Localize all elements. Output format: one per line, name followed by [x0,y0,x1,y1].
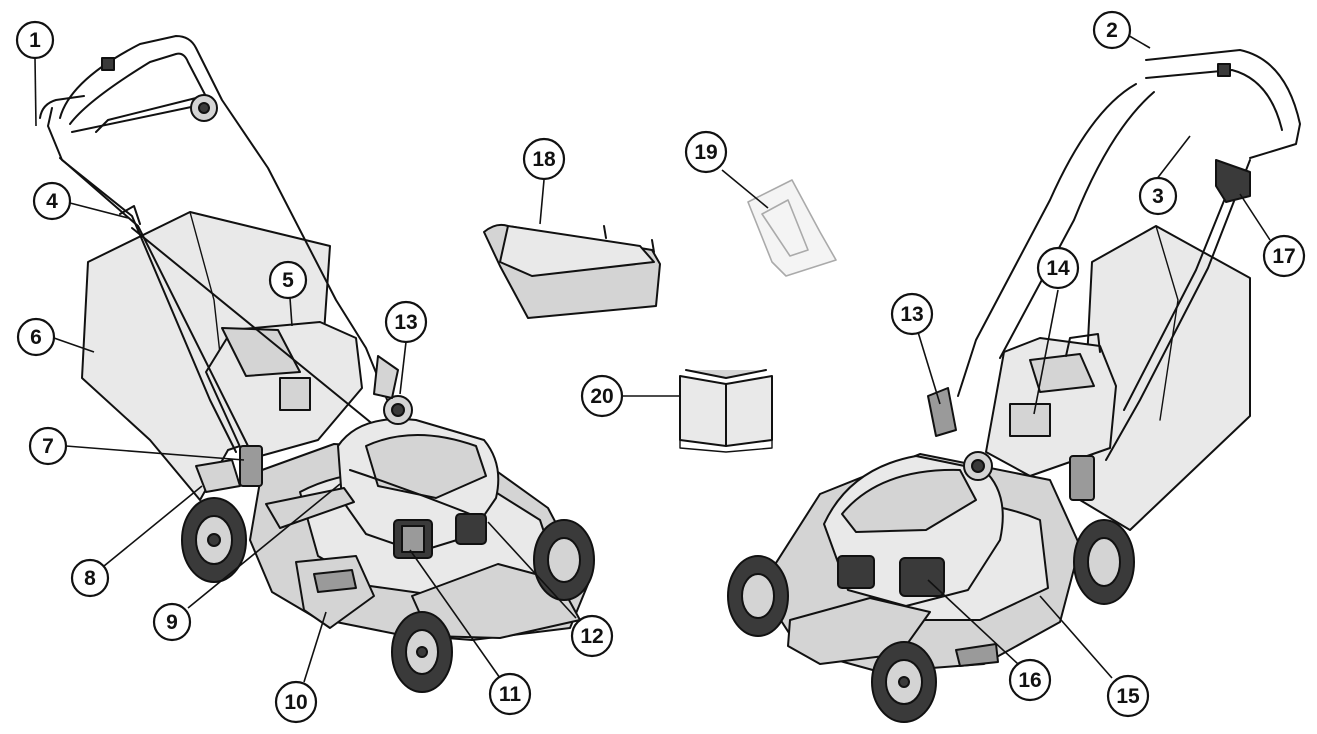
handle-right [1145,49,1301,159]
callout-11-label: 11 [499,683,522,706]
callout-5-label: 5 [282,269,294,292]
mulching-plug [483,223,661,319]
leader-lines [34,33,1271,683]
callout-18-label: 18 [532,148,556,171]
wheel-rear-right-left-mower [533,519,595,601]
callout-3: 3 [1138,176,1178,216]
side-discharge-chute [747,179,837,277]
callout-9-label: 9 [166,611,178,634]
callout-13-right: 13 [890,292,934,336]
callout-6: 6 [16,317,56,357]
callout-13-right-label: 13 [900,303,923,326]
callout-5: 5 [268,260,308,300]
callout-19: 19 [684,130,728,174]
wheel-front-right-2 [871,641,937,723]
callout-7-label: 7 [42,435,54,458]
callout-20-label: 20 [590,385,613,408]
callout-14-label: 14 [1046,257,1070,280]
wheel-rear-right [1073,519,1135,605]
callout-4-label: 4 [46,190,58,213]
callout-2: 2 [1092,10,1132,50]
manual-book-icon [679,369,773,453]
callout-9: 9 [152,602,192,642]
callout-20: 20 [580,374,624,418]
callout-15-label: 15 [1116,685,1140,708]
callout-18: 18 [522,137,566,181]
callout-15: 15 [1106,674,1150,718]
callout-13-left: 13 [384,300,428,344]
callout-8: 8 [70,558,110,598]
callout-10: 10 [274,680,318,724]
callout-3-label: 3 [1152,185,1164,208]
callout-17: 17 [1262,234,1306,278]
callout-10-label: 10 [284,691,307,714]
right-mower [727,49,1301,723]
callout-17-label: 17 [1272,245,1295,268]
callout-7: 7 [28,426,68,466]
callout-16-label: 16 [1018,669,1041,692]
callout-13-left-label: 13 [394,311,417,334]
callout-2-label: 2 [1106,19,1118,42]
wheel-front-left [391,611,453,693]
handle-left [39,95,237,453]
wheel-rear-left [181,497,247,583]
wheel-front-right [727,555,789,637]
callout-19-label: 19 [694,141,717,164]
callout-1-label: 1 [29,29,41,52]
callout-1: 1 [15,20,55,60]
callout-12-label: 12 [580,625,603,648]
callout-11: 11 [488,672,532,716]
callout-12: 12 [570,614,614,658]
left-mower [39,35,595,693]
callout-4: 4 [32,181,72,221]
callout-8-label: 8 [84,567,96,590]
callout-16: 16 [1008,658,1052,702]
callout-14: 14 [1036,246,1080,290]
callout-6-label: 6 [30,326,42,349]
